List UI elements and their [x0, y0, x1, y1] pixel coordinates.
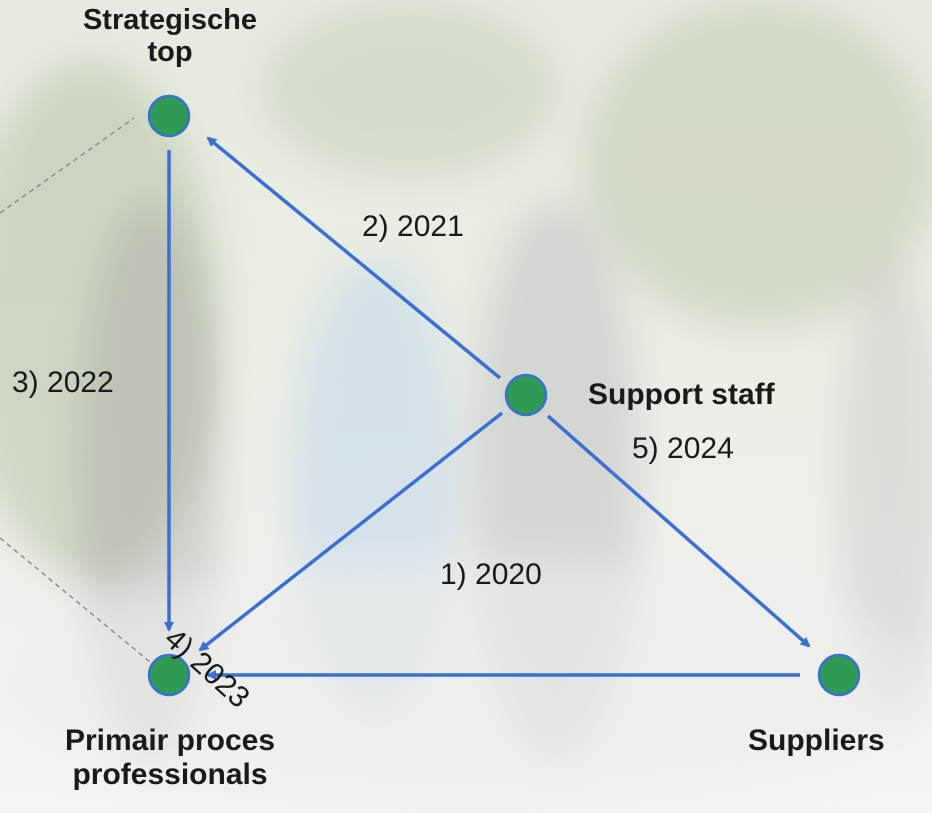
node-label-primair-proces-line1: Primair proces: [64, 724, 276, 757]
dashed-guide-bottom: [0, 537, 151, 663]
edge-arrow-1: [198, 411, 504, 652]
edge-arrow-2: [206, 136, 502, 380]
node-strategische-top: [147, 94, 191, 138]
background-foliage-right: [580, 0, 932, 330]
node-label-primair-proces: Primair proces professionals: [20, 724, 320, 791]
node-suppliers: [817, 653, 861, 697]
edge-arrow-5: [546, 414, 811, 648]
node-label-strategische-top: Strategische top: [40, 4, 300, 69]
edge-label-5: 5) 2024: [632, 432, 734, 465]
node-support-staff: [504, 373, 548, 417]
node-label-primair-proces-line2: professionals: [72, 757, 268, 791]
background-foliage-left: [0, 60, 220, 580]
node-label-support-staff: Support staff: [588, 378, 775, 411]
node-primair-proces: [147, 653, 191, 697]
node-label-strategische-top-line1: Strategische: [82, 4, 258, 36]
dashed-guide-top: [0, 117, 135, 214]
node-label-suppliers: Suppliers: [748, 724, 885, 757]
edge-label-2: 2) 2021: [362, 210, 464, 243]
edge-label-1: 1) 2020: [440, 558, 542, 591]
node-label-strategische-top-line2: top: [147, 36, 193, 69]
background-foliage-top: [260, 0, 560, 180]
edge-label-3: 3) 2022: [12, 366, 114, 399]
